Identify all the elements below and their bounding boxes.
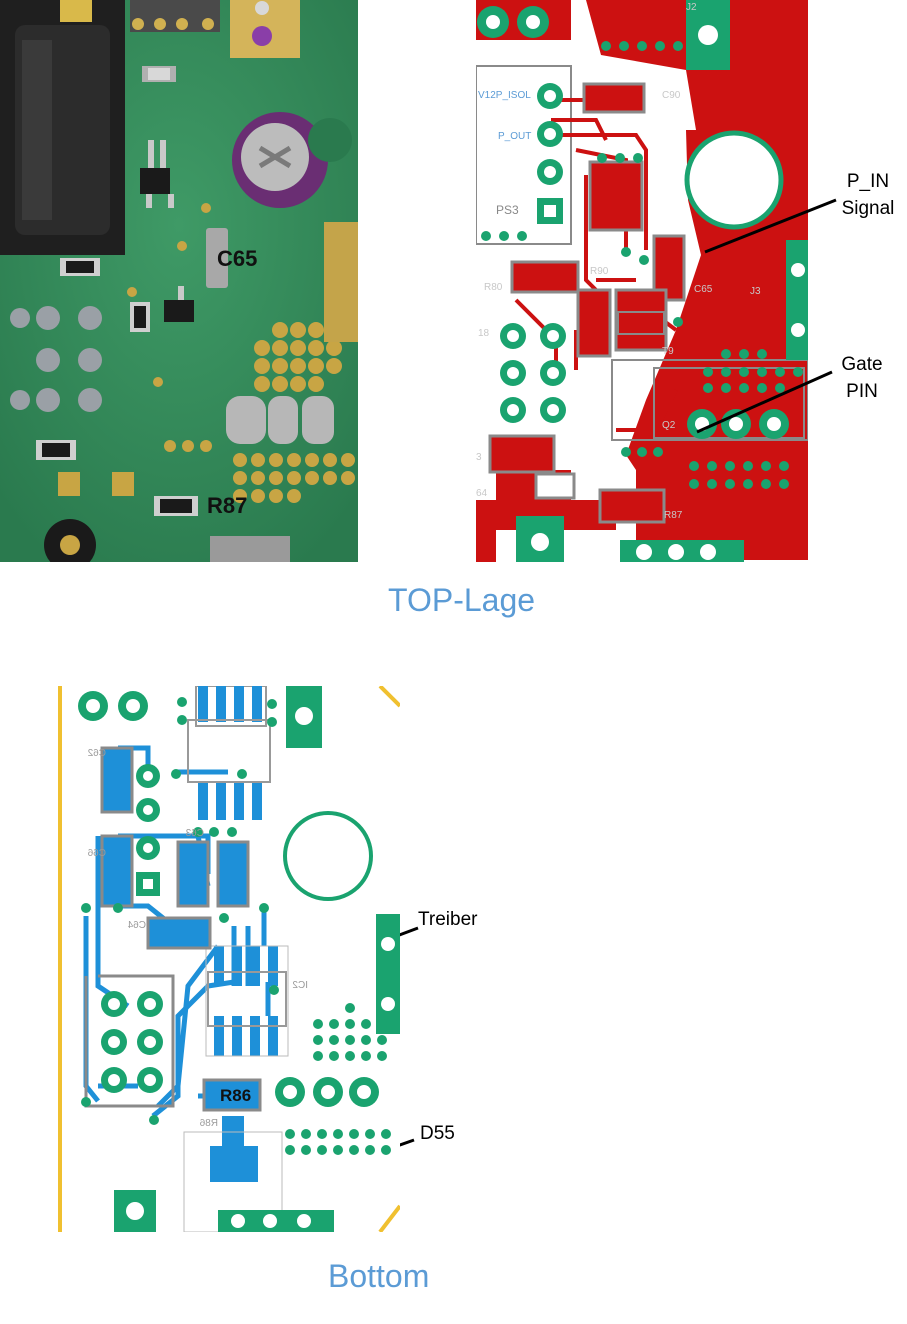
c90-label: C90 — [662, 90, 681, 101]
j2-label: J2 — [686, 2, 697, 13]
j3-label: J3 — [750, 286, 761, 297]
gate-label: Gate — [841, 354, 883, 375]
top-photo-panel: C65 R87 — [0, 0, 358, 562]
ic2-label: IC2 — [292, 980, 308, 991]
r87-photo-label: R87 — [207, 493, 248, 518]
c62-label: C62 — [87, 748, 106, 759]
v12p-isol-label: V12P_ISOL — [478, 90, 531, 101]
bottom-layer-layout: C62 C66 C63 C64 IC2 R86 R86 — [58, 686, 400, 1232]
r80-label: R80 — [484, 282, 503, 293]
pin-label: PIN — [846, 381, 878, 402]
gate-pin-callout: Gate PIN — [832, 351, 892, 405]
d55-callout: D55 — [420, 1123, 455, 1144]
top-layout-panel: V12P_ISOL P_OUT PS3 R80 R90 C65 C90 J2 J… — [476, 0, 808, 562]
q2-label: Q2 — [662, 420, 676, 431]
t9-label: T9 — [662, 346, 674, 357]
p-in-signal-callout: P_IN Signal — [836, 168, 900, 222]
r86-label: R86 — [220, 1086, 251, 1105]
c63-label: C63 — [185, 828, 204, 839]
n18-label: 18 — [478, 328, 490, 339]
r86-mirror-label: R86 — [199, 1118, 218, 1129]
treiber-callout: Treiber — [418, 909, 478, 930]
r87-layout-label: R87 — [664, 510, 683, 521]
p-out-label: P_OUT — [498, 131, 531, 142]
board-photo — [0, 0, 358, 562]
signal-label: Signal — [841, 198, 895, 219]
top-caption: TOP-Lage — [388, 582, 536, 618]
p-in-label: P_IN — [846, 171, 890, 192]
c65-layout-label: C65 — [694, 284, 713, 295]
bottom-caption: Bottom — [328, 1258, 430, 1294]
top-layer-layout: V12P_ISOL P_OUT PS3 R80 R90 C65 C90 J2 J… — [476, 0, 808, 562]
bottom-layout-panel: C62 C66 C63 C64 IC2 R86 R86 — [58, 686, 400, 1232]
ps3-label: PS3 — [496, 203, 519, 217]
n64-label: 64 — [476, 488, 488, 499]
c66-label: C66 — [87, 848, 106, 859]
c64-label: C64 — [127, 920, 146, 931]
n3-label: 3 — [476, 452, 482, 463]
r90-label: R90 — [590, 266, 609, 277]
c65-photo-label: C65 — [217, 246, 258, 271]
